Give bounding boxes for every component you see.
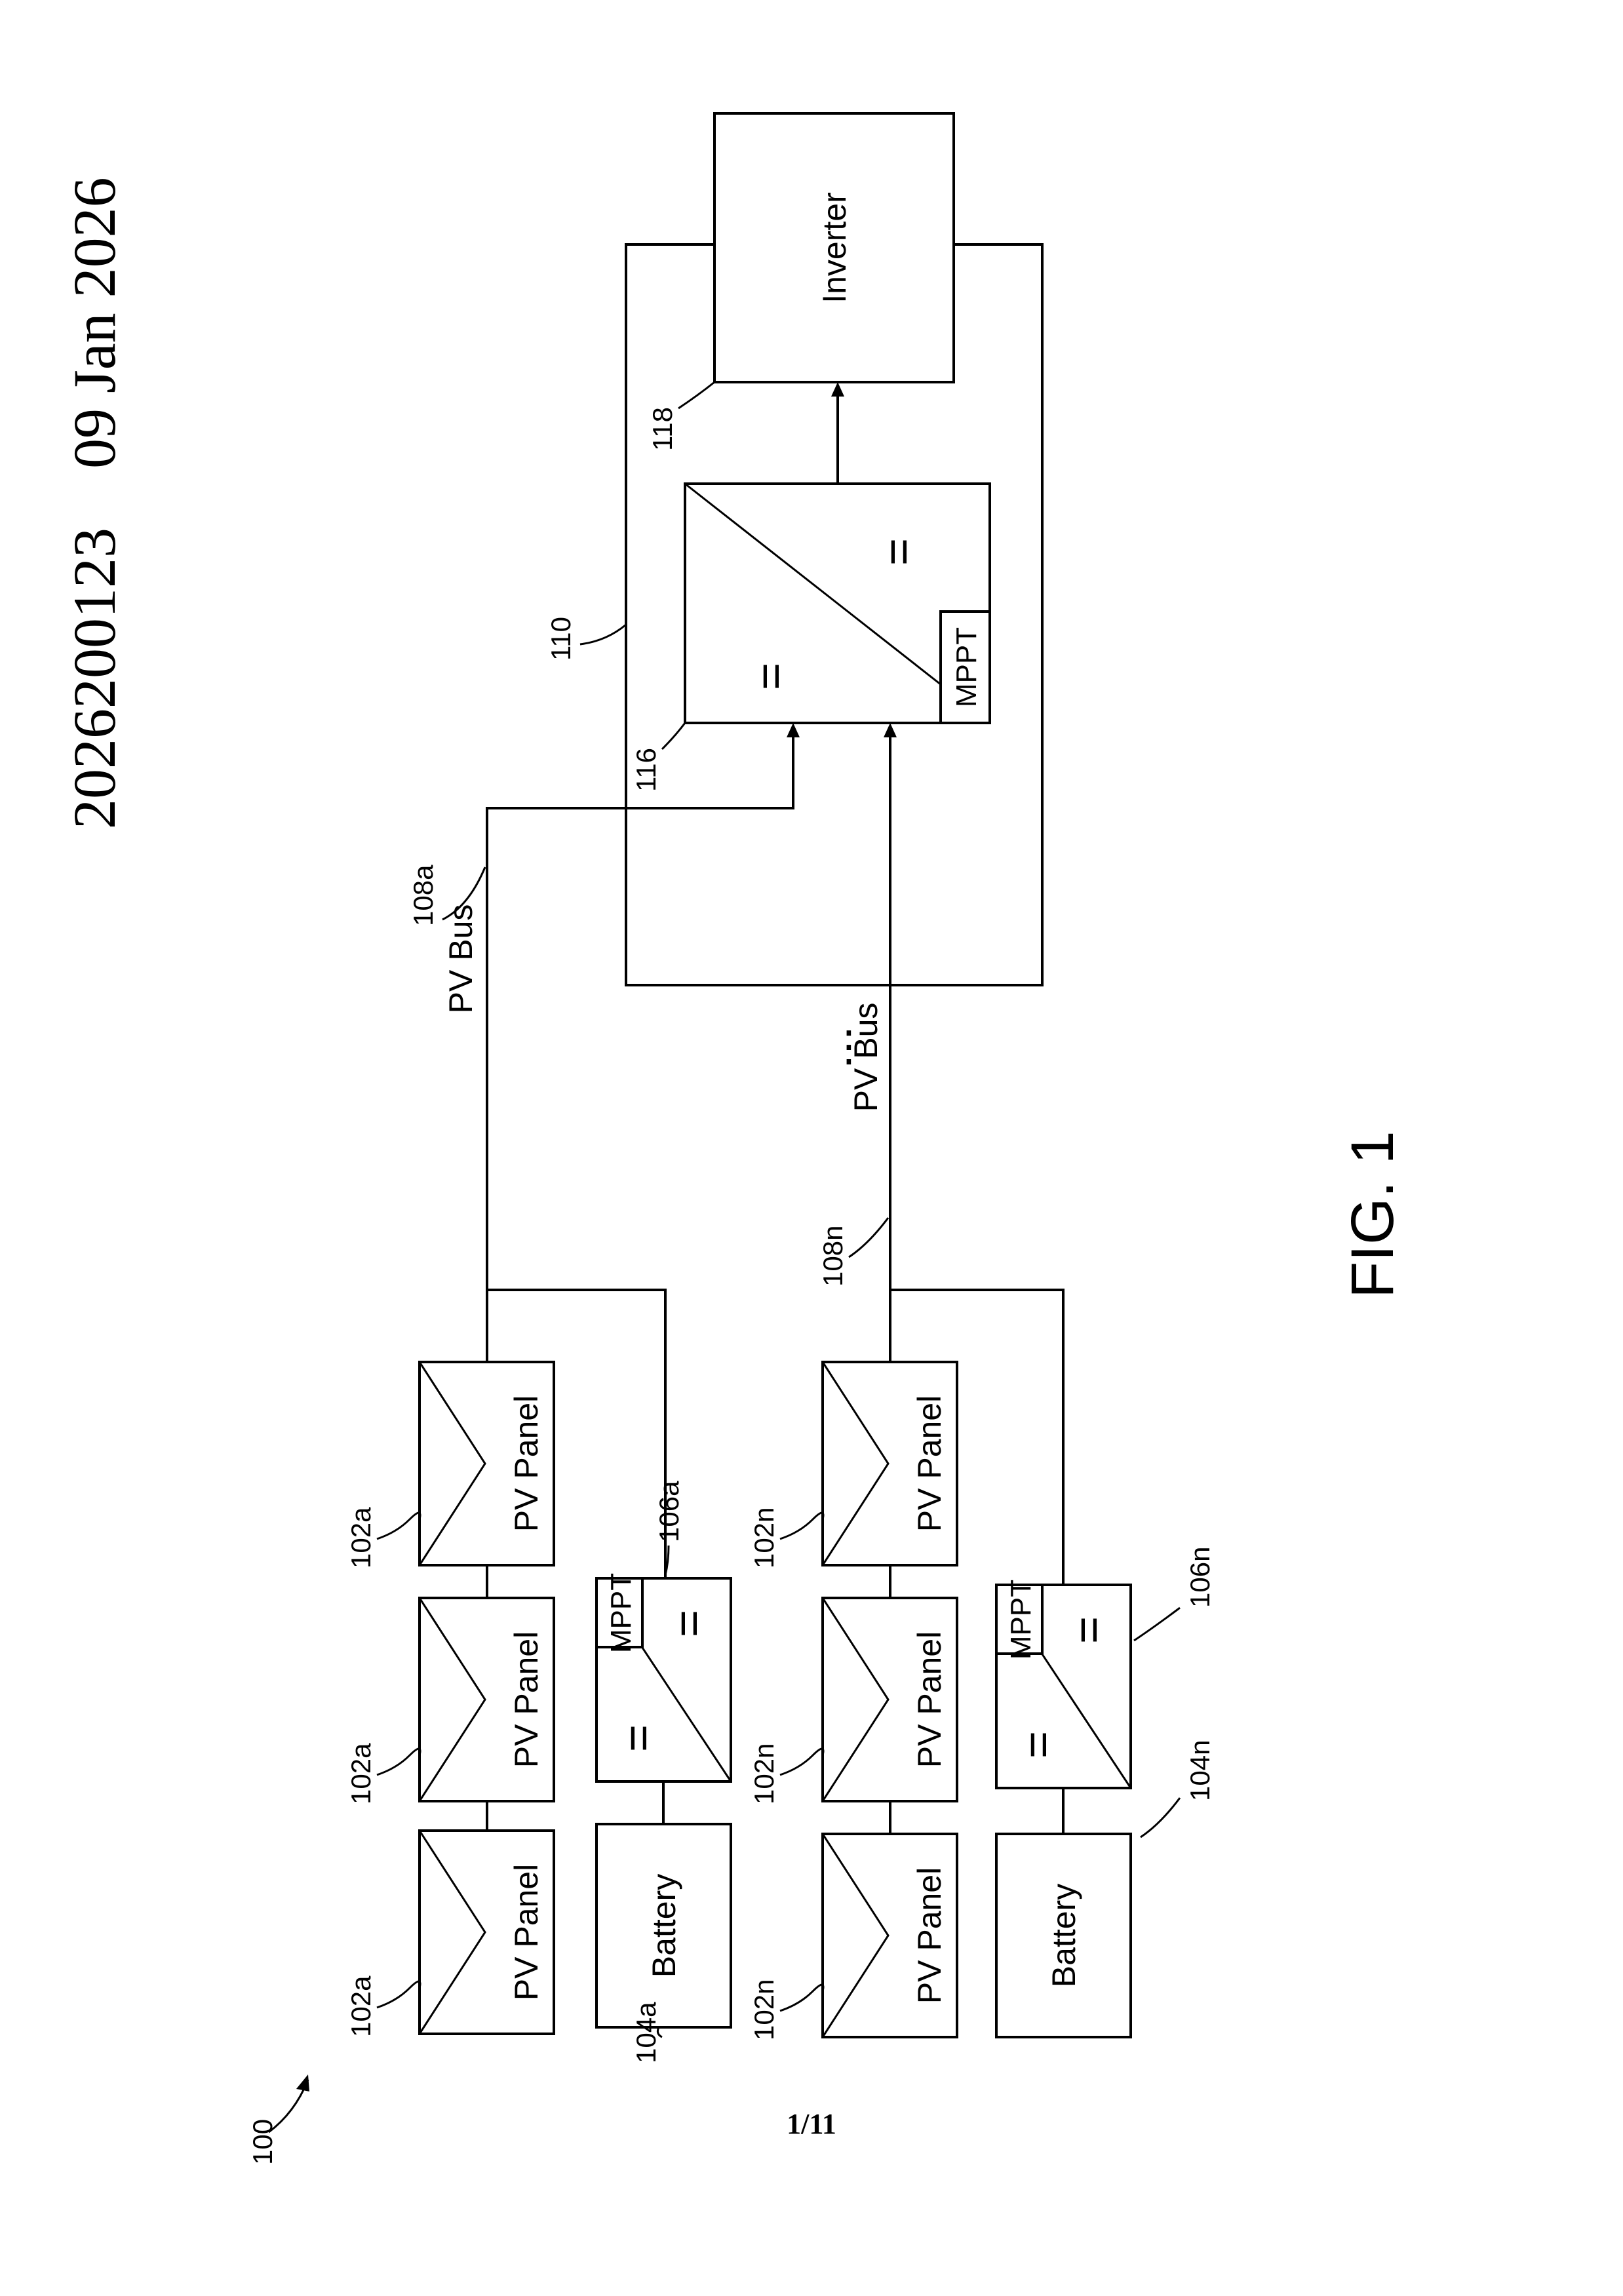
dc-symbol: = — [1063, 1616, 1115, 1644]
inverter: Inverter — [714, 113, 954, 382]
dc-symbol: = — [745, 663, 797, 690]
dc-symbol: = — [663, 1610, 715, 1637]
pv-panel-a1: PV Panel — [420, 1831, 554, 2034]
central-dc-dc-converter: MPPT = = — [685, 484, 990, 723]
page-number: 1/11 — [787, 2108, 836, 2140]
pv-panel-n3: PV Panel — [823, 1362, 957, 1565]
pv-bus-label-a: PV Bus — [442, 905, 479, 1014]
ref-104a: 104a — [631, 2002, 661, 2063]
system-diagram: PV Panel PV Panel PV Panel Battery MPPT — [247, 113, 1406, 2165]
ref-116: 116 — [631, 748, 661, 792]
ref-110: 110 — [545, 617, 576, 661]
publication-date: 09 Jan 2026 — [61, 177, 128, 469]
ref-100: 100 — [247, 2119, 278, 2165]
ref-106a: 106a — [654, 1481, 684, 1542]
publication-number: 2026200123 — [61, 528, 128, 829]
figure-label: FIG. 1 — [1339, 1131, 1406, 1298]
ref-108a: 108a — [408, 865, 439, 926]
pv-panel-label: PV Panel — [508, 1864, 545, 2000]
battery-a: Battery — [596, 1824, 731, 2027]
dc-symbol: = — [1012, 1731, 1065, 1759]
ref-118: 118 — [647, 407, 678, 451]
mppt-label: MPPT — [605, 1573, 637, 1653]
mppt-label: MPPT — [1005, 1580, 1037, 1660]
ref-102a: 102a — [345, 1975, 376, 2037]
ref-102n: 102n — [749, 1508, 779, 1568]
pv-panel-n1: PV Panel — [823, 1834, 957, 2037]
pv-bus-label-n: PV Bus — [848, 1003, 884, 1112]
pv-panel-label: PV Panel — [508, 1395, 545, 1532]
ref-104n: 104n — [1184, 1740, 1215, 1801]
pv-panel-n2: PV Panel — [823, 1598, 957, 1801]
pv-panel-label: PV Panel — [911, 1867, 948, 2004]
battery-n: Battery — [996, 1834, 1131, 2037]
dc-symbol: = — [872, 538, 925, 566]
pv-panel-label: PV Panel — [911, 1395, 948, 1532]
dc-dc-converter-a: MPPT = = — [596, 1573, 731, 1781]
battery-label: Battery — [646, 1874, 682, 1977]
pv-panel-label: PV Panel — [508, 1631, 545, 1768]
pv-panel-label: PV Panel — [911, 1631, 948, 1768]
dc-symbol: = — [612, 1724, 665, 1752]
ref-106n: 106n — [1184, 1547, 1215, 1608]
power-conversion-enclosure: MPPT = = Inverter — [626, 113, 1042, 985]
battery-label: Battery — [1046, 1884, 1082, 1987]
pv-panel-a3: PV Panel — [420, 1362, 554, 1565]
pv-panel-a2: PV Panel — [420, 1598, 554, 1801]
ref-102a: 102a — [345, 1743, 376, 1804]
ref-108n: 108n — [817, 1226, 848, 1287]
dc-dc-converter-n: MPPT = = — [996, 1580, 1131, 1788]
ref-102a: 102a — [345, 1507, 376, 1568]
mppt-label: MPPT — [950, 627, 983, 707]
ref-102n: 102n — [749, 1743, 779, 1804]
inverter-label: Inverter — [816, 192, 853, 303]
ref-102n: 102n — [749, 1979, 779, 2040]
